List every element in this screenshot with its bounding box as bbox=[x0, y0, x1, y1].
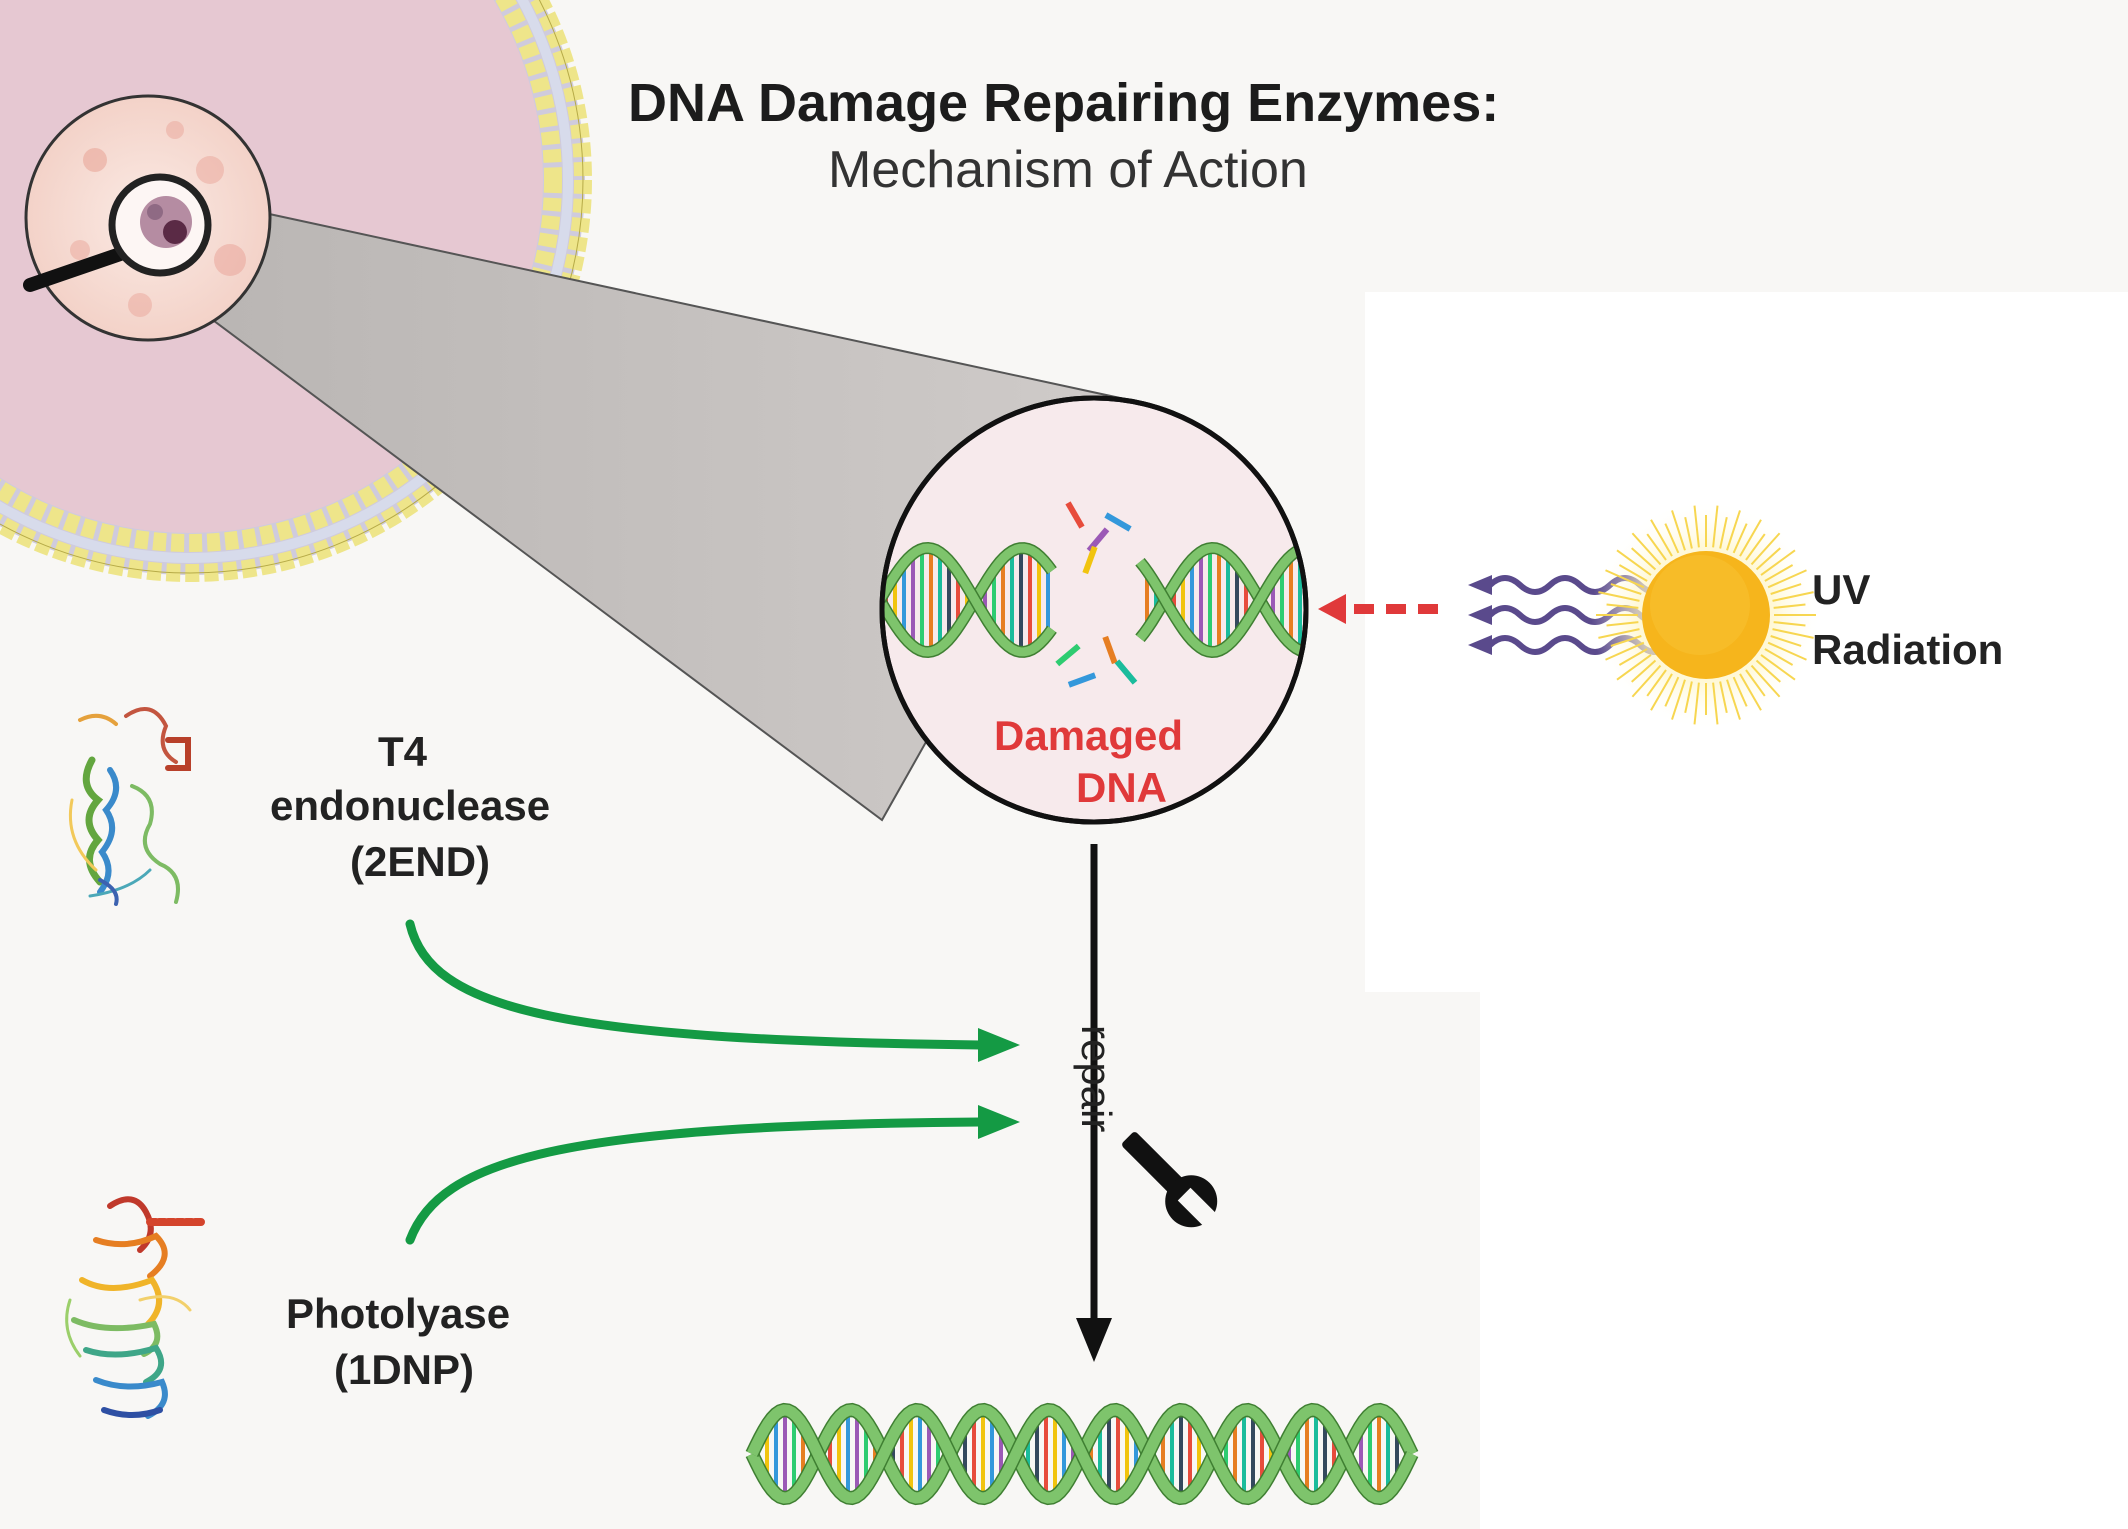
uv-wave-arrowheads bbox=[1468, 575, 1492, 655]
damaged-dna-label-line1: Damaged bbox=[994, 712, 1184, 759]
enzyme-arrowheads bbox=[978, 1028, 1020, 1139]
repaired-dna-helix bbox=[745, 1402, 1419, 1506]
enzyme-arrows bbox=[405, 919, 985, 1245]
t4-endonuclease-structure bbox=[68, 706, 191, 906]
t4-arrow bbox=[405, 919, 985, 1050]
photolyase-label-line2: (1DNP) bbox=[334, 1346, 475, 1393]
damaged-dna-helix bbox=[882, 501, 1306, 688]
diagram-title: DNA Damage Repairing Enzymes: bbox=[628, 73, 1500, 133]
bottom-panel-background bbox=[1480, 992, 2128, 1529]
uv-label-line2: Radiation bbox=[1812, 626, 2004, 673]
repair-label: repair bbox=[1073, 1025, 1120, 1133]
uv-label-line1: UV bbox=[1812, 566, 1871, 613]
sun-icon bbox=[1591, 500, 1821, 730]
diagram-subtitle: Mechanism of Action bbox=[828, 141, 1308, 199]
t4-label-line1: T4 bbox=[378, 728, 428, 775]
photolyase-arrow bbox=[405, 1117, 985, 1245]
uv-red-dashed-arrow bbox=[1318, 594, 1438, 624]
photolyase-structure bbox=[65, 1196, 206, 1419]
t4-label-line2: endonuclease bbox=[270, 782, 551, 829]
zoom-circle bbox=[879, 395, 1309, 825]
magnifier-icon bbox=[23, 173, 212, 292]
damaged-dna-label-line2: DNA bbox=[1076, 764, 1167, 811]
photolyase-label-line1: Photolyase bbox=[286, 1290, 511, 1337]
t4-label-line3: (2END) bbox=[350, 838, 491, 885]
wrench-icon bbox=[1122, 1132, 1219, 1229]
repair-arrow bbox=[1076, 844, 1112, 1362]
